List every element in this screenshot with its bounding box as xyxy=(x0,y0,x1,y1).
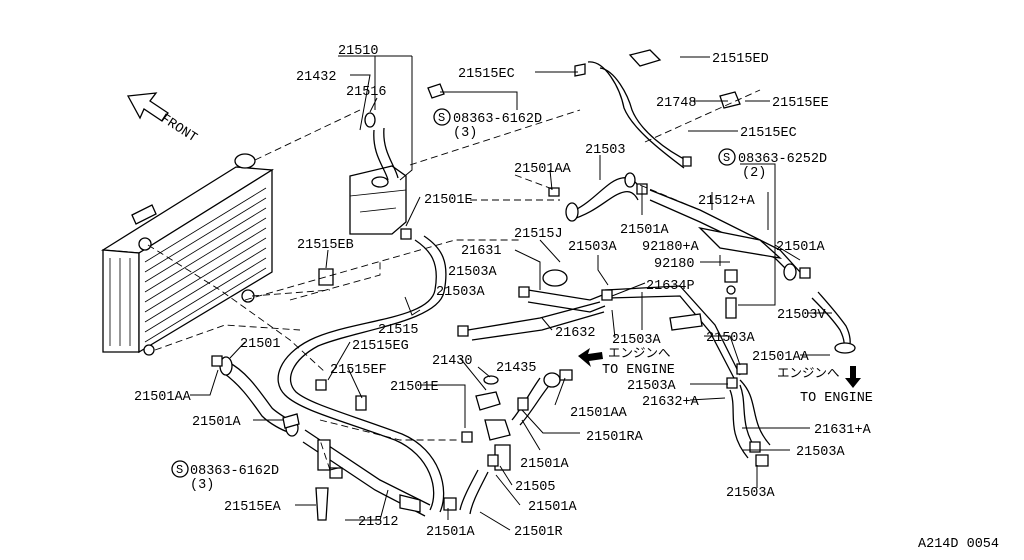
callout-21501a-right: 21501A xyxy=(776,240,826,255)
clamps xyxy=(211,63,811,521)
callout-21515ef: 21515EF xyxy=(330,363,387,378)
callout-21501ra: 21501RA xyxy=(586,430,644,445)
drawing-code: A214D 0054 xyxy=(918,537,999,552)
callout-21631a: 21631+A xyxy=(814,423,872,438)
callout-21515eb: 21515EB xyxy=(297,238,354,253)
engine-arrows xyxy=(578,348,861,388)
radiator xyxy=(100,153,275,356)
callout-21515ee: 21515EE xyxy=(772,96,829,111)
callout-21503v: 21503V xyxy=(777,308,827,323)
callout-21515ec-mid: 21515EC xyxy=(740,126,797,141)
callout-21503a-5: 21503A xyxy=(706,331,756,346)
front-label: FRONT xyxy=(157,112,199,147)
s-bolt-symbols: S S S xyxy=(171,108,736,478)
callout-21435: 21435 xyxy=(496,361,537,376)
thermostat-parts xyxy=(459,372,561,515)
callout-21515ec-top: 21515EC xyxy=(458,67,515,82)
callout-21515ed: 21515ED xyxy=(712,52,769,67)
svg-text:S: S xyxy=(438,111,445,125)
callout-labels: 21510 21432 21516 21515EC 21515ED 21748 … xyxy=(134,44,872,540)
callout-21501a-left: 21501A xyxy=(192,415,242,430)
callout-21512: 21512 xyxy=(358,515,399,530)
hose-21515 xyxy=(277,235,447,513)
svg-text:S: S xyxy=(723,151,730,165)
callout-21515eg: 21515EG xyxy=(352,339,409,354)
callout-bolt-6252d-qty: (2) xyxy=(742,166,766,181)
callout-21503a-6: 21503A xyxy=(627,379,677,394)
pipe-assembly xyxy=(649,189,801,281)
callout-21515ea: 21515EA xyxy=(224,500,282,515)
callout-21503a-1: 21503A xyxy=(568,240,618,255)
callout-21748: 21748 xyxy=(656,96,697,111)
callout-21501a-bot: 21501A xyxy=(528,500,578,515)
callout-21501: 21501 xyxy=(240,337,281,352)
callout-21432: 21432 xyxy=(296,70,337,85)
callout-21632a: 21632+A xyxy=(642,395,700,410)
callout-21510: 21510 xyxy=(338,44,379,59)
callout-21501r: 21501R xyxy=(514,525,563,540)
callout-21634p: 21634P xyxy=(646,279,695,294)
callout-bolt-6162d-top: 08363-6162D xyxy=(453,112,542,127)
callout-21430: 21430 xyxy=(432,354,473,369)
callout-21501aa-mid: 21501AA xyxy=(570,406,628,421)
hoses-21631-21632 xyxy=(467,269,771,459)
engine-label-2-en: TO ENGINE xyxy=(800,391,873,406)
leader-lines xyxy=(190,55,832,531)
callout-21515: 21515 xyxy=(378,323,419,338)
callout-21516: 21516 xyxy=(346,85,387,100)
reservoir-tank xyxy=(349,112,407,235)
callout-21503a-4: 21503A xyxy=(612,333,662,348)
engine-label-2-jp: エンジンへ xyxy=(777,365,840,380)
callout-21503a-3: 21503A xyxy=(436,285,486,300)
callout-bolt-6162d-bot-qty: (3) xyxy=(190,478,214,493)
callout-21501a-bot2: 21501A xyxy=(426,525,476,540)
callout-bolt-6252d: 08363-6252D xyxy=(738,152,827,167)
callout-21515j: 21515J xyxy=(514,227,563,242)
callout-21503a-2: 21503A xyxy=(448,265,498,280)
reference-lines xyxy=(147,89,761,471)
callout-21501aa-right: 21501AA xyxy=(752,350,810,365)
callout-21631: 21631 xyxy=(461,244,502,259)
callout-92180a: 92180+A xyxy=(642,240,700,255)
engine-direction-labels: エンジンへ TO ENGINE エンジンへ TO ENGINE xyxy=(602,345,873,406)
callout-21501a-mid: 21501A xyxy=(520,457,570,472)
hose-21503v xyxy=(811,291,856,354)
callout-21512a: 21512+A xyxy=(698,194,756,209)
front-arrow xyxy=(126,92,169,122)
callout-21503a-7: 21503A xyxy=(796,445,846,460)
callout-21501aa-top: 21501AA xyxy=(514,162,572,177)
engine-label-1-en: TO ENGINE xyxy=(602,363,675,378)
callout-21501e-bot: 21501E xyxy=(390,380,439,395)
callout-21501aa-left: 21501AA xyxy=(134,390,192,405)
bolt-92180 xyxy=(724,269,738,319)
callout-92180: 92180 xyxy=(654,257,695,272)
svg-text:S: S xyxy=(176,463,183,477)
callout-21501e-top: 21501E xyxy=(424,193,473,208)
callout-21505: 21505 xyxy=(515,480,556,495)
callout-21503a-8: 21503A xyxy=(726,486,776,501)
callout-21503: 21503 xyxy=(585,143,626,158)
callout-bolt-6162d-top-qty: (3) xyxy=(453,126,477,141)
callout-21632: 21632 xyxy=(555,326,596,341)
engine-label-1-jp: エンジンへ xyxy=(608,345,671,360)
callout-bolt-6162d-bot: 08363-6162D xyxy=(190,464,279,479)
callout-21501a-top: 21501A xyxy=(620,223,670,238)
